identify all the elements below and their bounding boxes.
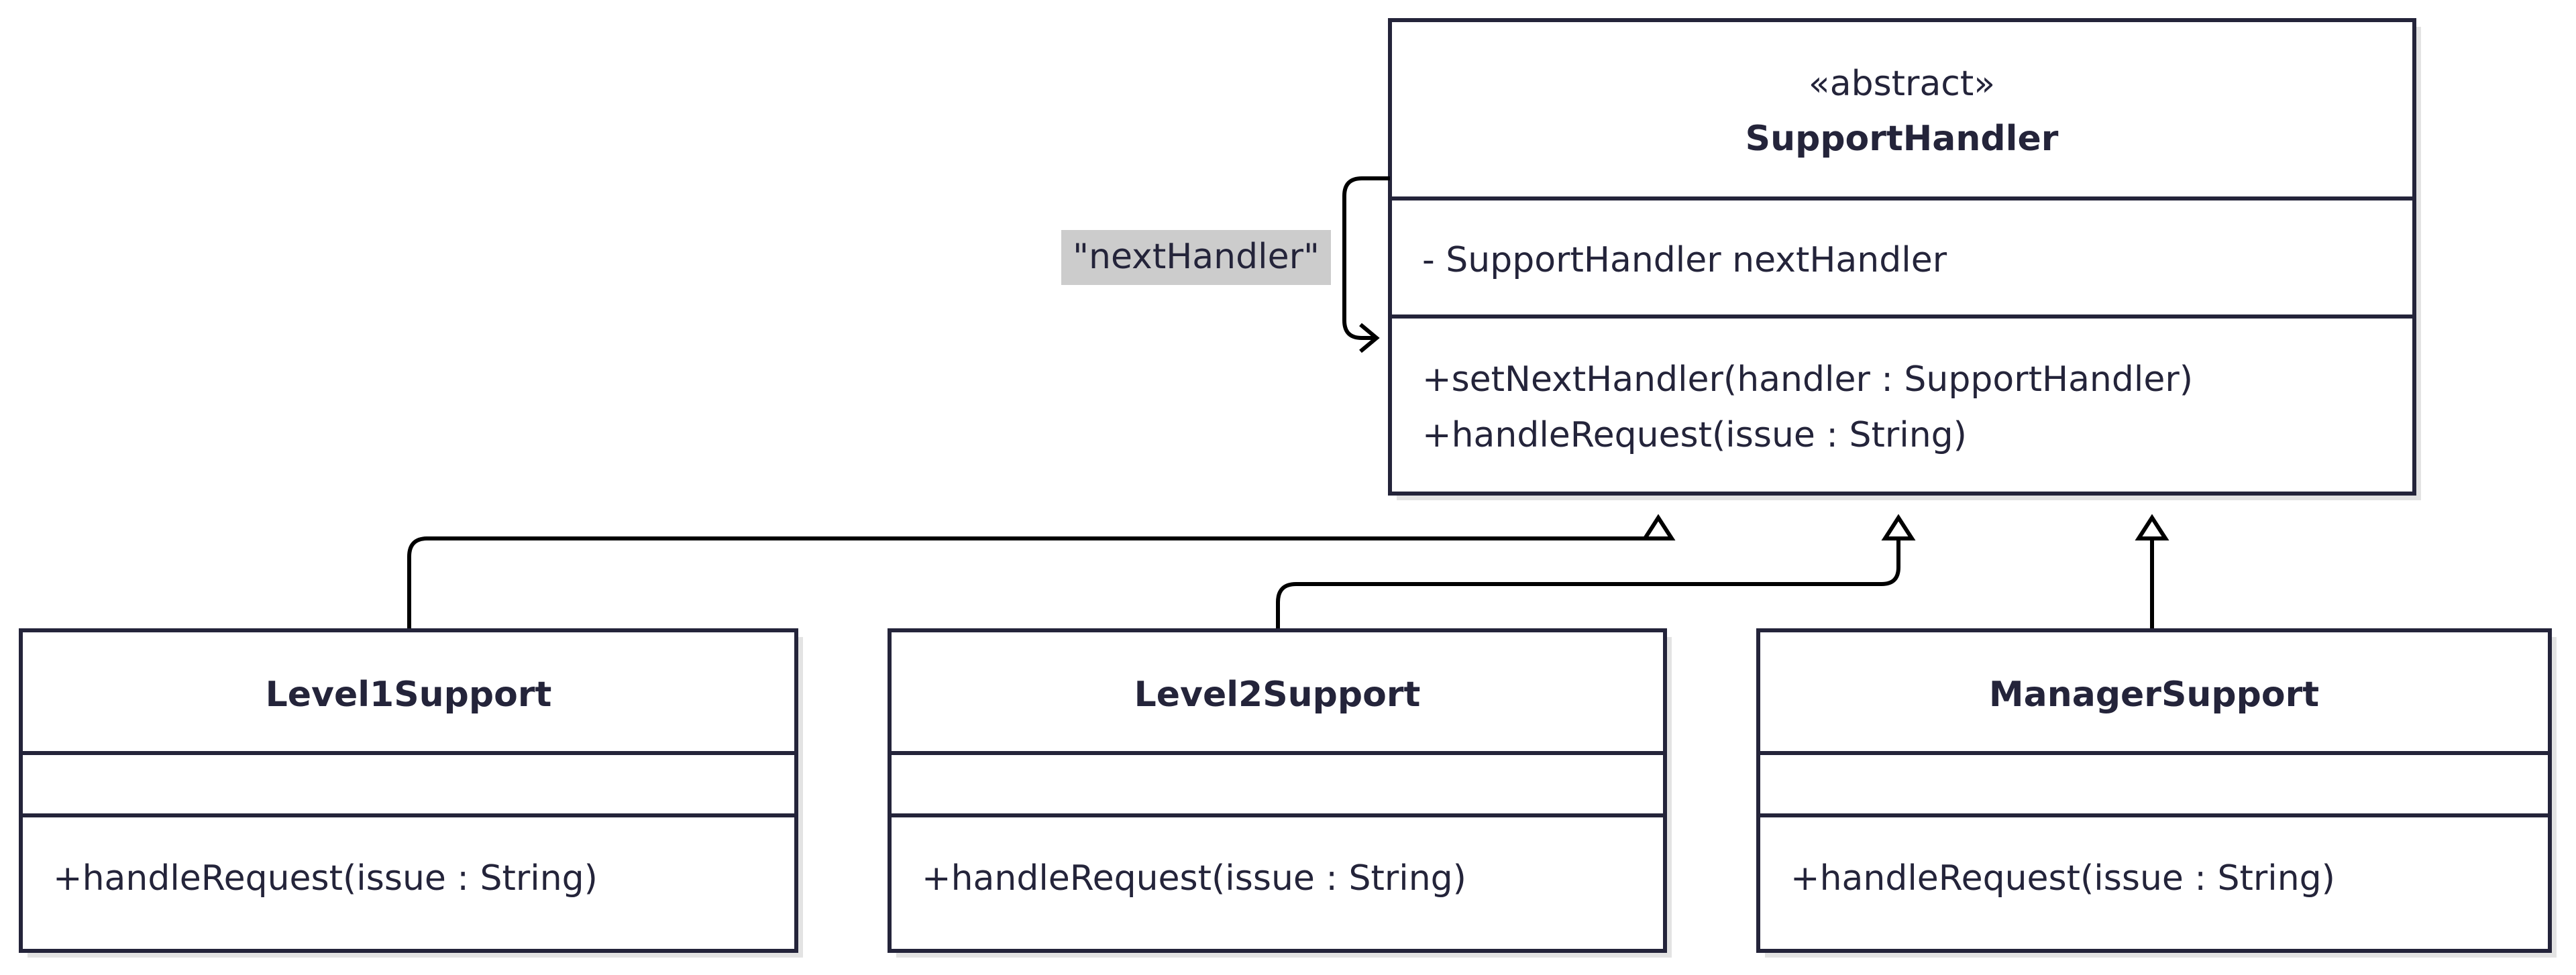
self-association-arrowhead bbox=[1359, 323, 1380, 353]
generalization-manager-arrowhead bbox=[2135, 514, 2169, 540]
class-level2-support[interactable]: Level2Support +handleRequest(issue : Str… bbox=[888, 628, 1672, 958]
generalization-level2-line bbox=[1276, 538, 1900, 630]
support-handler-name: SupportHandler bbox=[1746, 119, 2059, 159]
class-level1-support[interactable]: Level1Support +handleRequest(issue : Str… bbox=[19, 628, 803, 958]
class-manager-support[interactable]: ManagerSupport +handleRequest(issue : St… bbox=[1756, 628, 2557, 958]
generalization-level1 bbox=[407, 514, 1676, 630]
self-association-line bbox=[1342, 176, 1390, 340]
support-handler-method-set-next: +setNextHandler(handler : SupportHandler… bbox=[1422, 359, 2193, 400]
generalization-level1-arrowhead bbox=[1641, 514, 1676, 540]
generalization-level2 bbox=[1276, 514, 1916, 630]
level2-support-box bbox=[888, 628, 1667, 953]
class-support-handler[interactable]: «abstract» SupportHandler - SupportHandl… bbox=[1388, 18, 2421, 500]
generalization-manager bbox=[2135, 514, 2169, 630]
generalization-level2-arrowhead bbox=[1881, 514, 1916, 540]
manager-support-method: +handleRequest(issue : String) bbox=[1790, 858, 2335, 899]
level1-support-name: Level1Support bbox=[266, 675, 552, 715]
level1-support-method: +handleRequest(issue : String) bbox=[53, 858, 598, 899]
level2-support-name: Level2Support bbox=[1134, 675, 1421, 715]
support-handler-box bbox=[1388, 18, 2416, 496]
support-handler-stereotype: «abstract» bbox=[1809, 64, 1995, 104]
generalization-level1-line bbox=[407, 536, 1645, 630]
level2-support-method: +handleRequest(issue : String) bbox=[922, 858, 1466, 899]
level1-support-box bbox=[19, 628, 798, 953]
self-association-label-bg bbox=[1061, 230, 1331, 285]
self-association-label: "nextHandler" bbox=[1073, 237, 1320, 277]
manager-support-name: ManagerSupport bbox=[1989, 675, 2319, 715]
self-association-next-handler: "nextHandler" bbox=[1061, 176, 1390, 353]
support-handler-attribute: - SupportHandler nextHandler bbox=[1422, 240, 1947, 280]
manager-support-box bbox=[1756, 628, 2552, 953]
support-handler-method-handle-request: +handleRequest(issue : String) bbox=[1422, 415, 1967, 455]
